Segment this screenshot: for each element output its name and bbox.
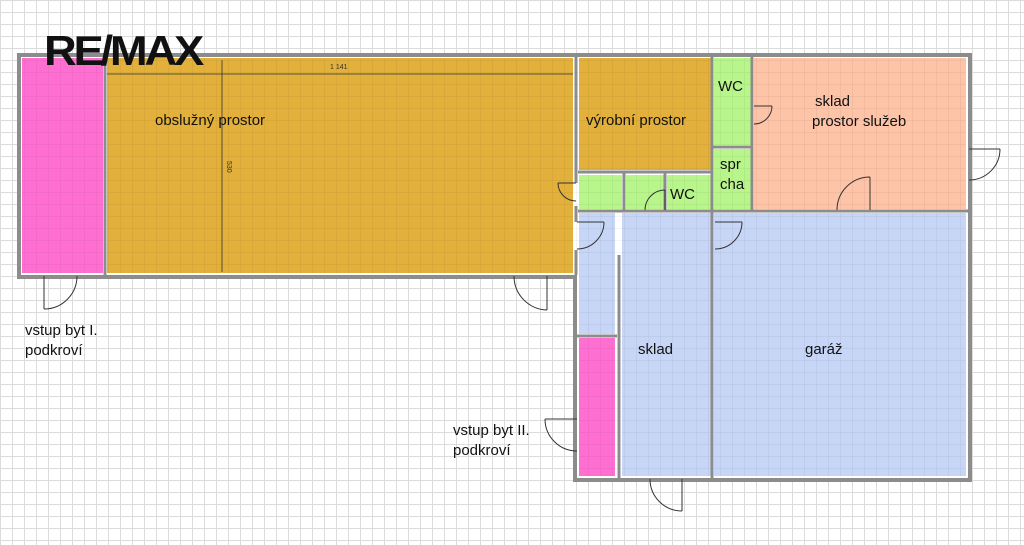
- storage-label: sklad: [638, 341, 674, 358]
- service-area-label: obslužný prostor: [155, 112, 266, 129]
- dimension-lines: [107, 60, 573, 272]
- entry-2-label-line2: podkroví: [453, 442, 511, 459]
- shower-label-line2: cha: [720, 176, 745, 193]
- interior-walls: [103, 57, 968, 478]
- wc-2-label: WC: [670, 186, 695, 203]
- remax-logo: RE/MAX: [44, 27, 204, 74]
- length-dimension: 1 141: [330, 64, 348, 71]
- entry-1-label-line2: podkroví: [25, 342, 83, 359]
- entry-2-label-line1: vstup byt II.: [453, 422, 530, 439]
- production-area-label: výrobní prostor: [586, 112, 687, 129]
- storage-services-label-line1: sklad: [815, 93, 851, 110]
- garage-label: garáž: [805, 341, 843, 358]
- shower-label-line1: spr: [720, 156, 741, 173]
- width-dimension: 530: [225, 161, 232, 173]
- wc-1-label: WC: [718, 78, 743, 95]
- entry-1-label-line1: vstup byt I.: [25, 322, 98, 339]
- doors: [43, 105, 1001, 512]
- storage-services-label-line2: prostor služeb: [812, 113, 907, 130]
